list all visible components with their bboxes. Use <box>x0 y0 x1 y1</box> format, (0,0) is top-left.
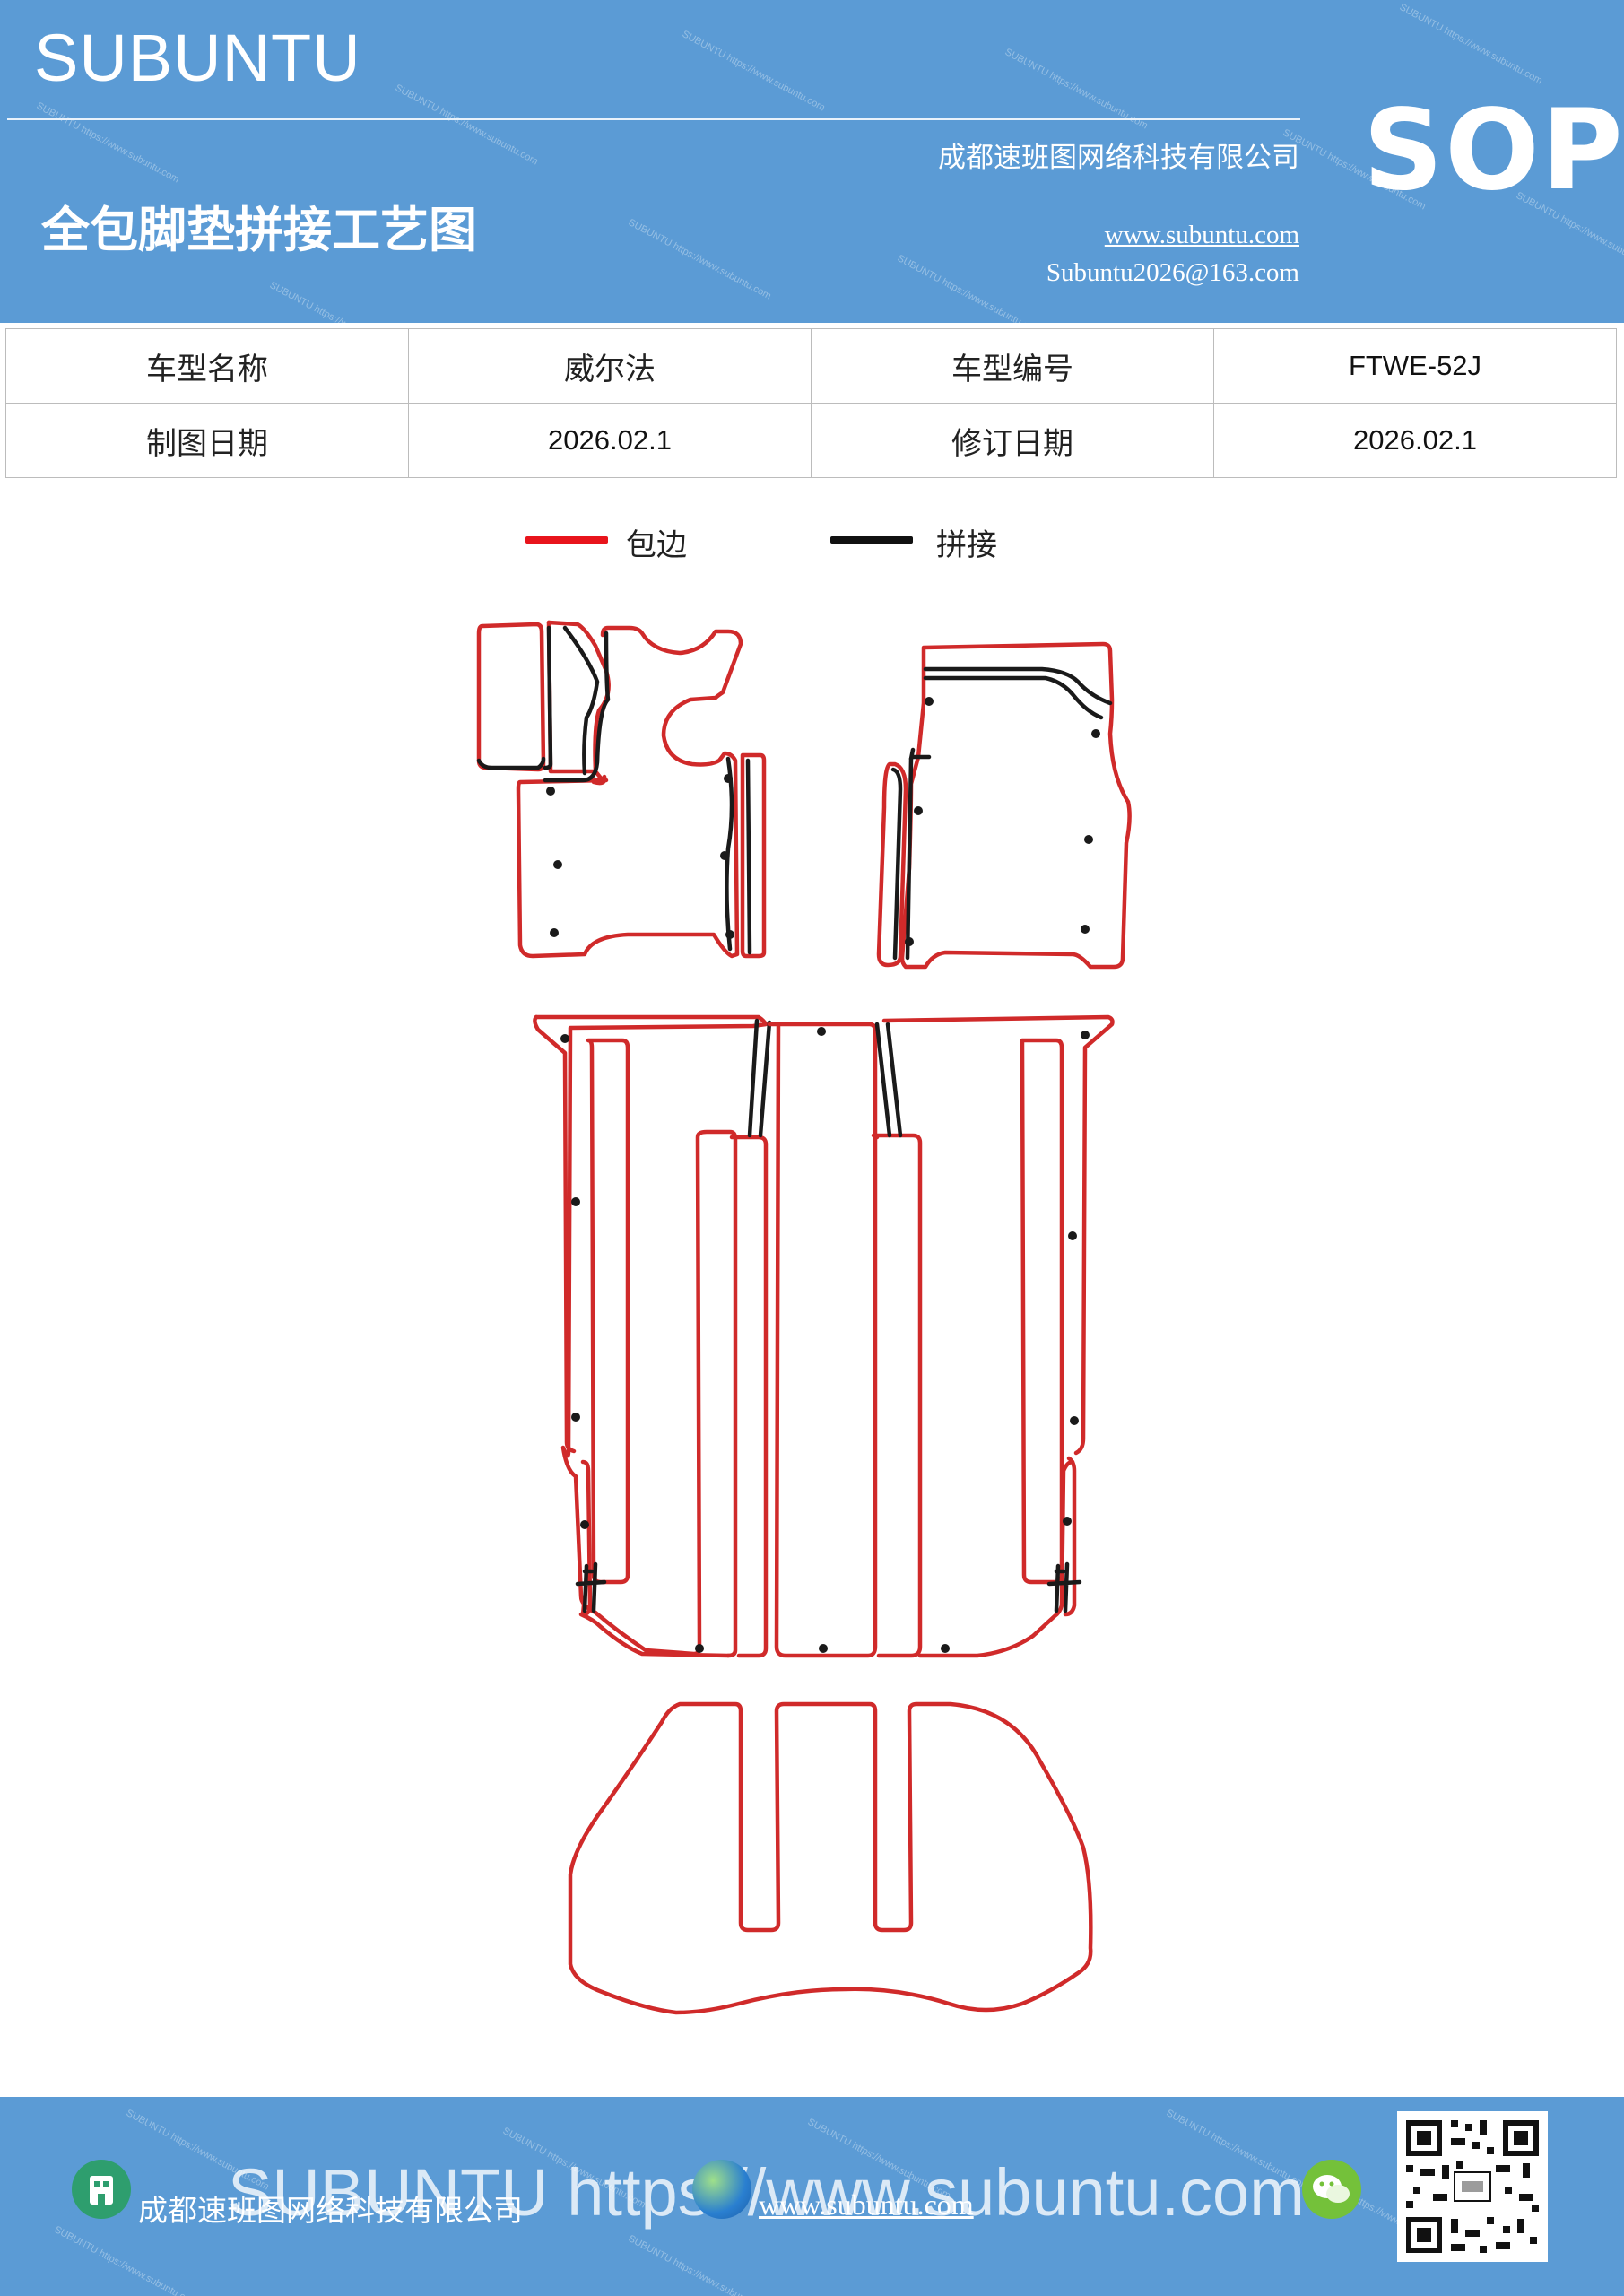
svg-text:SUBUNTU https://www.subuntu.co: SUBUNTU https://www.subuntu.com <box>53 2224 199 2296</box>
model-name-value: 威尔法 <box>408 328 812 404</box>
front-right-mat <box>876 641 1132 970</box>
header-divider <box>7 118 1300 120</box>
rear-mat <box>568 1701 1093 2015</box>
second-row-mats <box>533 1014 1115 1658</box>
black-line-swatch <box>830 536 913 544</box>
svg-text:SUBUNTU https://www.subuntu.co: SUBUNTU https://www.subuntu.com <box>627 2233 773 2296</box>
front-left-mat <box>476 620 767 959</box>
legend-label: 拼接 <box>936 527 997 563</box>
legend-label: 包边 <box>626 527 687 563</box>
model-name-label: 车型名称 <box>5 328 409 404</box>
company-name: 成都速班图网络科技有限公司 <box>938 142 1299 174</box>
footer-watermark-text: SUBUNTU https://www.subuntu.com <box>228 2155 1305 2230</box>
draw-date-value: 2026.02.1 <box>408 403 812 478</box>
revision-date-value: 2026.02.1 <box>1213 403 1617 478</box>
red-line-swatch <box>525 536 608 544</box>
info-table: 车型名称 威尔法 车型编号 FTWE-52J 制图日期 2026.02.1 修订… <box>5 328 1617 478</box>
wechat-icon <box>1302 2160 1361 2219</box>
qr-code <box>1397 2111 1548 2262</box>
document-title: 全包脚垫拼接工艺图 <box>41 201 477 258</box>
sop-badge: SOP <box>1363 86 1624 215</box>
globe-icon <box>692 2160 751 2219</box>
revision-date-label: 修订日期 <box>811 403 1214 478</box>
brand-logo-text: SUBUNTU <box>34 21 361 95</box>
model-code-value: FTWE-52J <box>1213 328 1617 404</box>
footer-company-name: 成都速班图网络科技有限公司 <box>138 2193 523 2228</box>
website-link[interactable]: www.subuntu.com <box>1104 221 1299 249</box>
building-icon <box>72 2160 131 2219</box>
email-address: Subuntu2026@163.com <box>1046 258 1299 287</box>
table-row: 车型名称 威尔法 车型编号 FTWE-52J <box>5 328 1617 404</box>
draw-date-label: 制图日期 <box>5 403 409 478</box>
footer-website-link[interactable]: www.subuntu.com <box>759 2188 974 2221</box>
model-code-label: 车型编号 <box>811 328 1214 404</box>
table-row: 制图日期 2026.02.1 修订日期 2026.02.1 <box>5 403 1617 478</box>
footer-banner: SUBUNTU https://www.subuntu.com SUBUNTU … <box>0 2097 1624 2296</box>
